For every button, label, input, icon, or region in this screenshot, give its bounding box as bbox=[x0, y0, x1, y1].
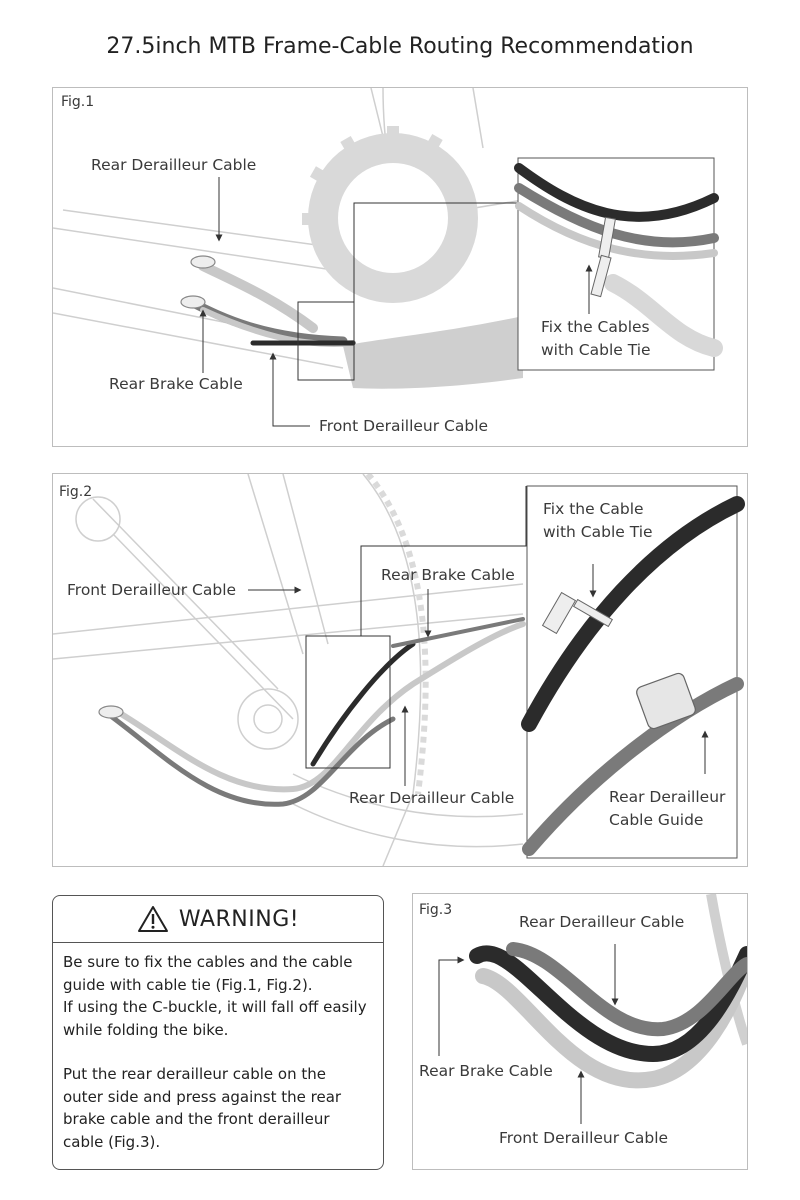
figure-2-panel: Fig.2 Front Derailleur Cable Rear Brake … bbox=[52, 473, 748, 867]
warning-header: WARNING! bbox=[53, 896, 383, 943]
rear-derailleur-cable-label: Rear Derailleur Cable bbox=[519, 913, 685, 931]
fix-cables-label-line2: with Cable Tie bbox=[541, 341, 651, 359]
inset-cables bbox=[521, 496, 745, 856]
figure-3-panel: Fig.3 Rear Derailleur Cable Rear Brake C… bbox=[412, 893, 748, 1170]
fix-cable-label-line2: with Cable Tie bbox=[543, 523, 653, 541]
chainring bbox=[302, 126, 478, 303]
figure-3-label: Fig.3 bbox=[419, 902, 453, 918]
cables bbox=[105, 617, 526, 807]
rear-brake-cable-label: Rear Brake Cable bbox=[419, 1062, 553, 1080]
cable-guide-label-line2: Cable Guide bbox=[609, 811, 704, 829]
rear-derailleur-cable-label: Rear Derailleur Cable bbox=[349, 789, 515, 807]
warning-line: cable (Fig.3). bbox=[63, 1132, 161, 1151]
figure-1-label: Fig.1 bbox=[61, 94, 95, 110]
front-derailleur-cable-label: Front Derailleur Cable bbox=[499, 1129, 669, 1147]
rear-brake-cable-label: Rear Brake Cable bbox=[381, 566, 515, 584]
inset-cables bbox=[514, 163, 723, 357]
figure-1-panel: Fig.1 Rear Derailleur Cable Rear Brake C… bbox=[52, 87, 748, 447]
warning-line: Be sure to fix the cables and the cable bbox=[63, 953, 353, 971]
cables bbox=[188, 261, 356, 347]
warning-line: Put the rear derailleur cable on the bbox=[63, 1065, 326, 1083]
figure-2-label: Fig.2 bbox=[59, 484, 93, 500]
front-derailleur-cable-label: Front Derailleur Cable bbox=[67, 581, 237, 599]
warning-line: If using the C-buckle, it will fall off … bbox=[63, 998, 367, 1016]
warning-line: guide with cable tie (Fig.1, Fig.2). bbox=[63, 975, 313, 994]
front-derailleur-cable-label: Front Derailleur Cable bbox=[319, 417, 489, 435]
crank-arm bbox=[343, 316, 523, 389]
cable-guide-label-line1: Rear Derailleur bbox=[609, 788, 726, 806]
rear-brake-cable-label: Rear Brake Cable bbox=[109, 375, 243, 393]
warning-line: while folding the bike. bbox=[63, 1020, 229, 1039]
figure-3-drawing bbox=[438, 894, 747, 1124]
warning-text: Be sure to fix the cables and the cable … bbox=[53, 943, 383, 1153]
fix-cable-label-line1: Fix the Cable bbox=[543, 500, 644, 518]
page-title: 27.5inch MTB Frame-Cable Routing Recomme… bbox=[106, 34, 694, 59]
rear-derailleur-cable-label: Rear Derailleur Cable bbox=[91, 156, 257, 174]
warning-line: brake cable and the front derailleur bbox=[63, 1110, 330, 1128]
warning-line: outer side and press against the rear bbox=[63, 1087, 342, 1106]
warning-box: WARNING! Be sure to fix the cables and t… bbox=[52, 895, 384, 1170]
warning-title: WARNING! bbox=[178, 906, 300, 932]
warning-triangle-icon bbox=[137, 906, 168, 932]
figure-2-drawing bbox=[53, 474, 745, 866]
cables bbox=[469, 942, 747, 1089]
figure-1-drawing bbox=[53, 88, 723, 427]
fix-cables-label-line1: Fix the Cables bbox=[541, 318, 650, 336]
